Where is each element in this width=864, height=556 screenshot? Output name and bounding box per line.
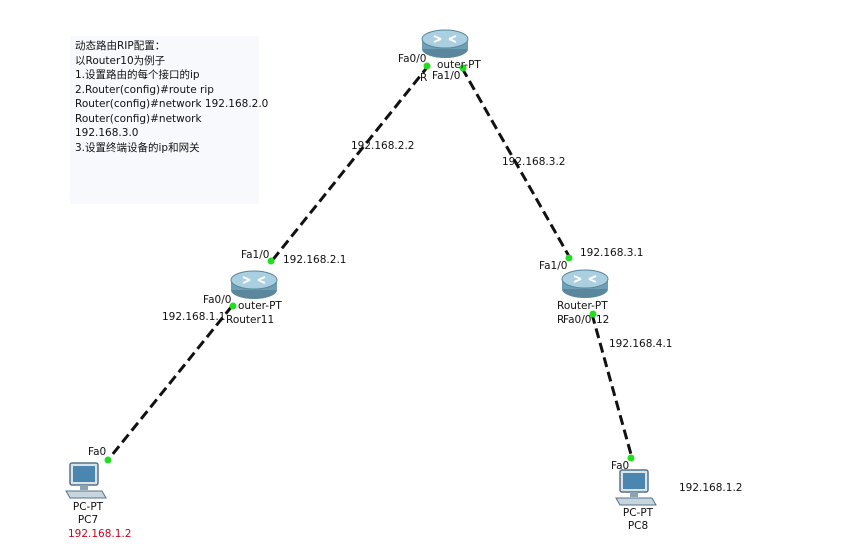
ip-label: 192.168.1.1	[162, 311, 226, 323]
router11-type-label: outer-PT	[238, 300, 282, 312]
port-dot	[589, 310, 597, 318]
link-r12-pc8[interactable]	[590, 313, 634, 459]
config-note: 动态路由RIP配置： 以Router10为例子 1.设置路由的每个接口的ip 2…	[70, 36, 269, 204]
note-line: 192.168.3.0	[75, 127, 139, 139]
pc8-name-label: PC8	[627, 520, 649, 532]
ip-label: 192.168.4.1	[609, 338, 673, 350]
note-line: 1.设置路由的每个接口的ip	[75, 69, 200, 81]
router10-icon[interactable]	[420, 26, 470, 60]
port-dot	[104, 456, 112, 464]
pc7-icon[interactable]	[64, 461, 108, 501]
ip-label: 192.168.2.1	[283, 254, 347, 266]
router11-name-label: Router11	[226, 314, 275, 326]
note-line: 动态路由RIP配置：	[75, 40, 166, 52]
pc8-type-label: PC-PT	[622, 507, 654, 519]
router12-name-tail: 12	[596, 314, 610, 326]
port-dot	[267, 257, 275, 265]
link-r10-r11[interactable]	[269, 64, 431, 263]
port-label: Fa1/0	[432, 70, 461, 82]
note-line: 3.设置终端设备的ip和网关	[75, 141, 200, 154]
pc8-ip-label: 192.168.1.2	[679, 482, 743, 494]
ip-label: 192.168.2.2	[351, 140, 415, 152]
router12-name-label: R	[557, 314, 565, 326]
pc7-type-label: PC-PT	[72, 501, 104, 513]
port-dot	[627, 454, 635, 462]
pc7-ip-label: 192.168.1.2	[68, 528, 132, 540]
router12-icon[interactable]	[560, 266, 610, 300]
router10-name-label: R	[420, 72, 428, 84]
port-label: Fa1/0	[539, 260, 568, 272]
ip-label: 192.168.3.1	[580, 247, 644, 259]
port-label: Fa1/0	[241, 249, 270, 261]
port-dot	[459, 64, 467, 72]
note-line: Router(config)#network	[75, 112, 202, 125]
note-line: Router(config)#network 192.168.2.0	[75, 98, 269, 110]
port-dot	[229, 302, 237, 310]
pc7-name-label: PC7	[77, 514, 99, 526]
router11-icon[interactable]	[229, 267, 279, 301]
note-line: 以Router10为例子	[75, 54, 166, 67]
port-label: Fa0/0	[563, 314, 592, 326]
note-line: 2.Router(config)#route rip	[75, 83, 214, 96]
link-r10-r12[interactable]	[460, 67, 572, 259]
ip-label: 192.168.3.2	[502, 156, 566, 168]
port-label: Fa0/0	[398, 53, 427, 65]
port-label: Fa0	[88, 446, 107, 458]
port-dot	[423, 62, 431, 70]
pc8-icon[interactable]	[614, 468, 658, 508]
port-label: Fa0/0	[203, 294, 232, 306]
port-dot	[565, 254, 573, 262]
port-label: Fa0	[611, 460, 630, 472]
router10-type-label: outer-PT	[437, 59, 481, 71]
router12-type-label: Router-PT	[557, 300, 608, 312]
link-r11-pc7[interactable]	[106, 305, 234, 461]
